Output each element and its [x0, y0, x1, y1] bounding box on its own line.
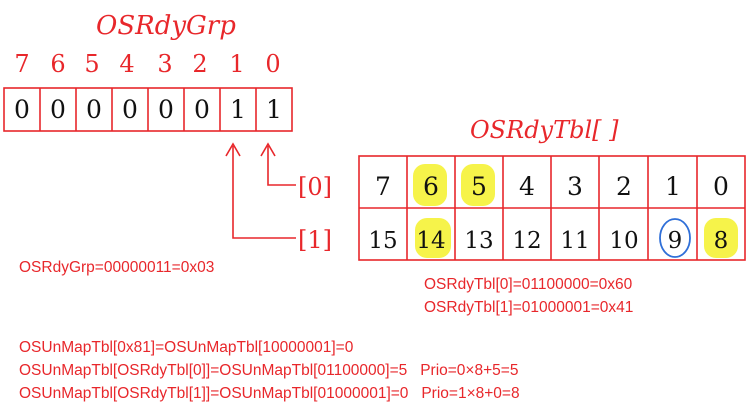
- tbl-cell: 3: [567, 172, 583, 201]
- arrow-row-0: [267, 146, 296, 186]
- tbl-cell: 6: [423, 172, 439, 201]
- arrow-row-1-head: [225, 142, 241, 157]
- tbl-row-0: 7 6 5 4 3 2 1 0: [375, 172, 729, 201]
- grp-bit-index: 5: [84, 50, 99, 78]
- grp-bit-index-labels: 7 6 5 4 3 2 1 0: [14, 50, 280, 78]
- tbl-row-1: 15 14 13 12 11 10 9 8: [368, 228, 728, 254]
- unmap-line-1: OSUnMapTbl[OSRdyTbl[0]]=OSUnMapTbl[01100…: [19, 362, 518, 379]
- tbl-cell: 5: [471, 172, 487, 201]
- highlight-cell-0-2: [461, 164, 495, 206]
- grp-bit-value: 0: [50, 95, 66, 124]
- grp-bit-value: 1: [266, 95, 282, 124]
- grp-bit-value: 0: [86, 95, 102, 124]
- tbl-cell: 8: [714, 228, 729, 254]
- arrow-row-0-head: [260, 142, 276, 157]
- tbl-cell: 11: [560, 228, 589, 254]
- grp-bit-value: 0: [194, 95, 210, 124]
- tbl-grid: [358, 155, 746, 261]
- tbl-cell: 12: [512, 228, 541, 254]
- grp-bit-index: 1: [229, 50, 244, 78]
- circle-cell-1-6: [659, 218, 691, 258]
- tbl-cell: 4: [519, 172, 535, 201]
- grp-bit-index: 4: [119, 50, 134, 78]
- grp-bit-value: 0: [122, 95, 138, 124]
- unmap-line-0: OSUnMapTbl[0x81]=OSUnMapTbl[10000001]=0: [19, 339, 354, 356]
- unmap-line-2: OSUnMapTbl[OSRdyTbl[1]]=OSUnMapTbl[01000…: [19, 385, 520, 402]
- tbl-equation-0: OSRdyTbl[0]=01100000=0x60: [424, 276, 633, 293]
- tbl-title: OSRdyTbl[ ]: [470, 116, 619, 144]
- tbl-equation-1: OSRdyTbl[1]=01000001=0x41: [424, 299, 633, 316]
- grp-equation: OSRdyGrp=00000011=0x03: [19, 259, 214, 276]
- grp-bit-value: 1: [230, 95, 246, 124]
- grp-bit-index: 7: [14, 50, 29, 78]
- row-label-1: [1]: [298, 226, 332, 254]
- grp-title: OSRdyGrp: [96, 11, 236, 41]
- tbl-cell: 13: [464, 228, 493, 254]
- tbl-cell: 0: [713, 172, 729, 201]
- highlight-cell-1-1: [415, 218, 451, 258]
- grp-bit-value: 0: [14, 95, 30, 124]
- grp-bit-index: 3: [157, 50, 172, 78]
- tbl-cell: 15: [368, 228, 397, 254]
- grp-register: 0 0 0 0 0 0 1 1: [3, 87, 293, 132]
- highlight-marks: [413, 164, 738, 258]
- grp-bit-index: 0: [265, 50, 280, 78]
- tbl-cell: 2: [616, 172, 632, 201]
- grp-bit-index: 6: [50, 50, 65, 78]
- highlight-cell-0-1: [413, 164, 447, 206]
- arrow-row-1: [232, 146, 296, 239]
- tbl-cell: 7: [375, 172, 391, 201]
- tbl-cell: 1: [665, 172, 681, 201]
- tbl-cell: 10: [609, 228, 638, 254]
- row-arrows: [225, 142, 296, 239]
- tbl-cell: 14: [416, 228, 445, 254]
- tbl-cell: 9: [668, 228, 683, 254]
- row-label-0: [0]: [298, 173, 332, 201]
- highlight-cell-1-7: [704, 218, 738, 258]
- grp-bit-value: 0: [158, 95, 174, 124]
- grp-bit-index: 2: [192, 50, 207, 78]
